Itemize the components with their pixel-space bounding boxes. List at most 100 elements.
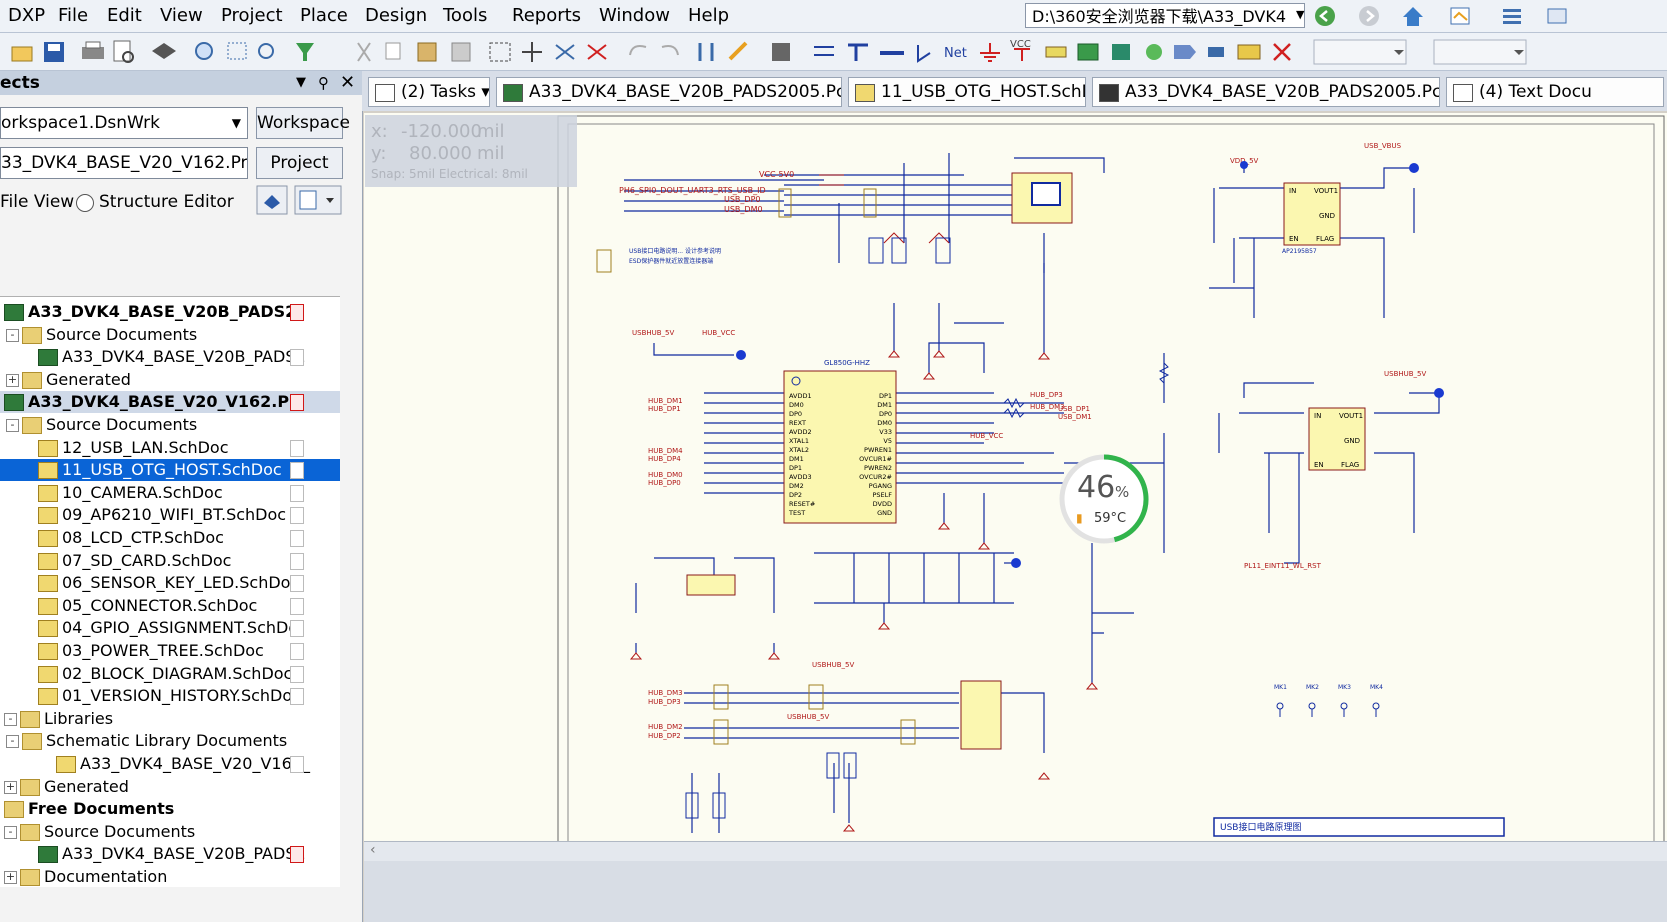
hierarchy-icon[interactable] [698,43,714,61]
menu-file[interactable]: File [58,5,89,26]
device-sheet-icon[interactable] [1146,44,1162,60]
tree-item[interactable]: 05_CONNECTOR.SchDoc [0,595,340,617]
sheet-symbol-icon[interactable] [1077,43,1099,61]
tree-item[interactable]: 09_AP6210_WIFI_BT.SchDoc [0,504,340,526]
document-tab[interactable]: 11_USB_OTG_HOST.SchDoc [848,77,1086,107]
structure-editor-radio[interactable] [76,194,94,212]
paste-icon[interactable] [417,42,437,62]
port-icon[interactable] [1174,45,1196,59]
menu-project[interactable]: Project [221,5,283,26]
tree-item[interactable]: 10_CAMERA.SchDoc [0,482,340,504]
tree-item[interactable]: +Documentation [0,866,340,888]
forward-icon[interactable] [1358,5,1380,27]
tree-item[interactable]: -Schematic Library Documents [0,730,340,752]
print-preview-icon[interactable] [113,40,134,63]
tree-item[interactable]: 11_USB_OTG_HOST.SchDoc [0,459,340,482]
tree-item[interactable]: -Source Documents [0,414,340,436]
zoom-icon[interactable] [195,42,213,60]
document-tab[interactable]: A33_DVK4_BASE_V20B_PADS2005.PcbLib * [1092,77,1440,107]
project-field[interactable]: 33_DVK4_BASE_V20_V162.PrjPcb [0,147,248,179]
tree-item[interactable]: A33_DVK4_BASE_V20B_PADS2 [0,301,340,323]
performance-widget[interactable]: 46 % ▮ 59°C [1058,453,1150,545]
close-icon[interactable]: ✕ [340,72,356,93]
favorites-icon[interactable] [1448,4,1474,28]
expand-icon[interactable]: + [6,372,19,387]
menu-design[interactable]: Design [365,5,428,26]
vcc-port-icon[interactable]: VCC [1010,39,1031,61]
menu-view[interactable]: View [160,5,203,26]
chevron-down-icon[interactable]: ▼ [1296,8,1305,21]
collapse-icon[interactable]: - [6,419,19,432]
menu-reports[interactable]: Reports [512,5,582,26]
collapse-icon[interactable]: - [4,712,17,726]
tree-item[interactable]: -Libraries [0,708,340,730]
tree-item[interactable]: 07_SD_CARD.SchDoc [0,550,340,572]
config-icon[interactable] [1545,5,1571,27]
expand-icon[interactable]: + [4,779,17,794]
pin-icon[interactable]: ⚲ [318,74,329,92]
part-icon[interactable] [1045,46,1067,58]
workspace-button[interactable]: Workspace [256,107,350,139]
collapse-icon[interactable]: - [4,825,17,839]
project-button[interactable]: Project [256,147,343,179]
highlighter-icon[interactable] [728,41,748,61]
layer-icon[interactable] [152,43,176,59]
workspace-field[interactable]: orkspace1.DsnWrk▼ [0,107,248,139]
bus-entry-icon[interactable] [917,45,931,63]
select-area-icon[interactable] [489,42,511,62]
select-icon[interactable] [555,44,575,60]
directive-icon[interactable] [1237,44,1261,60]
list-icon[interactable] [1500,5,1526,27]
print-icon[interactable] [82,41,104,59]
tree-item[interactable]: A33_DVK4_BASE_V20B_PADS2 [0,346,340,368]
rubber-stamp-icon[interactable] [451,42,471,62]
menu-dxp[interactable]: DXP [8,5,46,26]
filter-icon[interactable] [296,43,314,61]
net-label-icon[interactable]: Net [944,46,967,61]
tree-item[interactable]: 03_POWER_TREE.SchDoc [0,640,340,662]
horizontal-scrollbar[interactable]: ‹ [364,841,1667,862]
tree-item[interactable]: +Generated [0,369,340,391]
path-dropdown[interactable]: D:\360安全浏览器下载\A33_DVK4 [1025,3,1305,28]
tree-item[interactable]: 12_USB_LAN.SchDoc [0,437,340,459]
open-icon[interactable] [11,46,33,62]
tree-item[interactable]: A33_DVK4_BASE_V20B_PADS2 [0,843,340,865]
redo-icon[interactable] [661,45,679,56]
zoom-selected-icon[interactable] [258,43,274,59]
scroll-left-icon[interactable]: ‹ [370,842,376,858]
wire-icon[interactable] [814,46,834,56]
no-erc-icon[interactable] [1273,43,1291,61]
menu-edit[interactable]: Edit [107,5,142,26]
structure-editor-label[interactable]: Structure Editor [99,192,234,212]
menu-help[interactable]: Help [688,5,730,26]
menu-tools[interactable]: Tools [443,5,488,26]
combo-box-2[interactable] [1433,39,1527,65]
tree-item[interactable]: 04_GPIO_ASSIGNMENT.SchDo [0,617,340,639]
collapse-icon[interactable]: - [6,735,19,749]
gnd-port-icon[interactable] [980,43,1000,62]
document-tab[interactable]: (4) Text Docu [1446,77,1664,107]
zoom-area-icon[interactable] [227,42,247,60]
menu-window[interactable]: Window [599,5,670,26]
chevron-down-icon[interactable]: ▼ [231,116,241,130]
document-tab[interactable]: A33_DVK4_BASE_V20B_PADS2005.PcbDoc [496,77,842,107]
back-icon[interactable] [1314,5,1336,27]
menu-place[interactable]: Place [300,5,348,26]
panel-menu-icon[interactable]: ▼ [296,75,306,90]
tree-item[interactable]: 08_LCD_CTP.SchDoc [0,527,340,549]
save-icon[interactable] [44,42,64,62]
sheet-entry-icon[interactable] [1112,44,1130,60]
add-document-icon[interactable] [294,185,342,215]
off-sheet-icon[interactable] [1208,47,1224,57]
bus-icon[interactable] [848,43,868,61]
deselect-icon[interactable] [587,44,607,60]
file-view-radio-label[interactable]: File View [0,192,75,212]
tree-item[interactable]: A33_DVK4_BASE_V20_V162.Pr [0,391,340,414]
document-tab[interactable]: (2) Tasks ▾ [368,77,490,107]
tree-item[interactable]: Free Documents [0,798,340,820]
tree-item[interactable]: 02_BLOCK_DIAGRAM.SchDoc [0,663,340,685]
project-options-icon[interactable] [256,185,288,215]
move-icon[interactable] [522,42,542,62]
collapse-icon[interactable]: - [6,328,19,342]
